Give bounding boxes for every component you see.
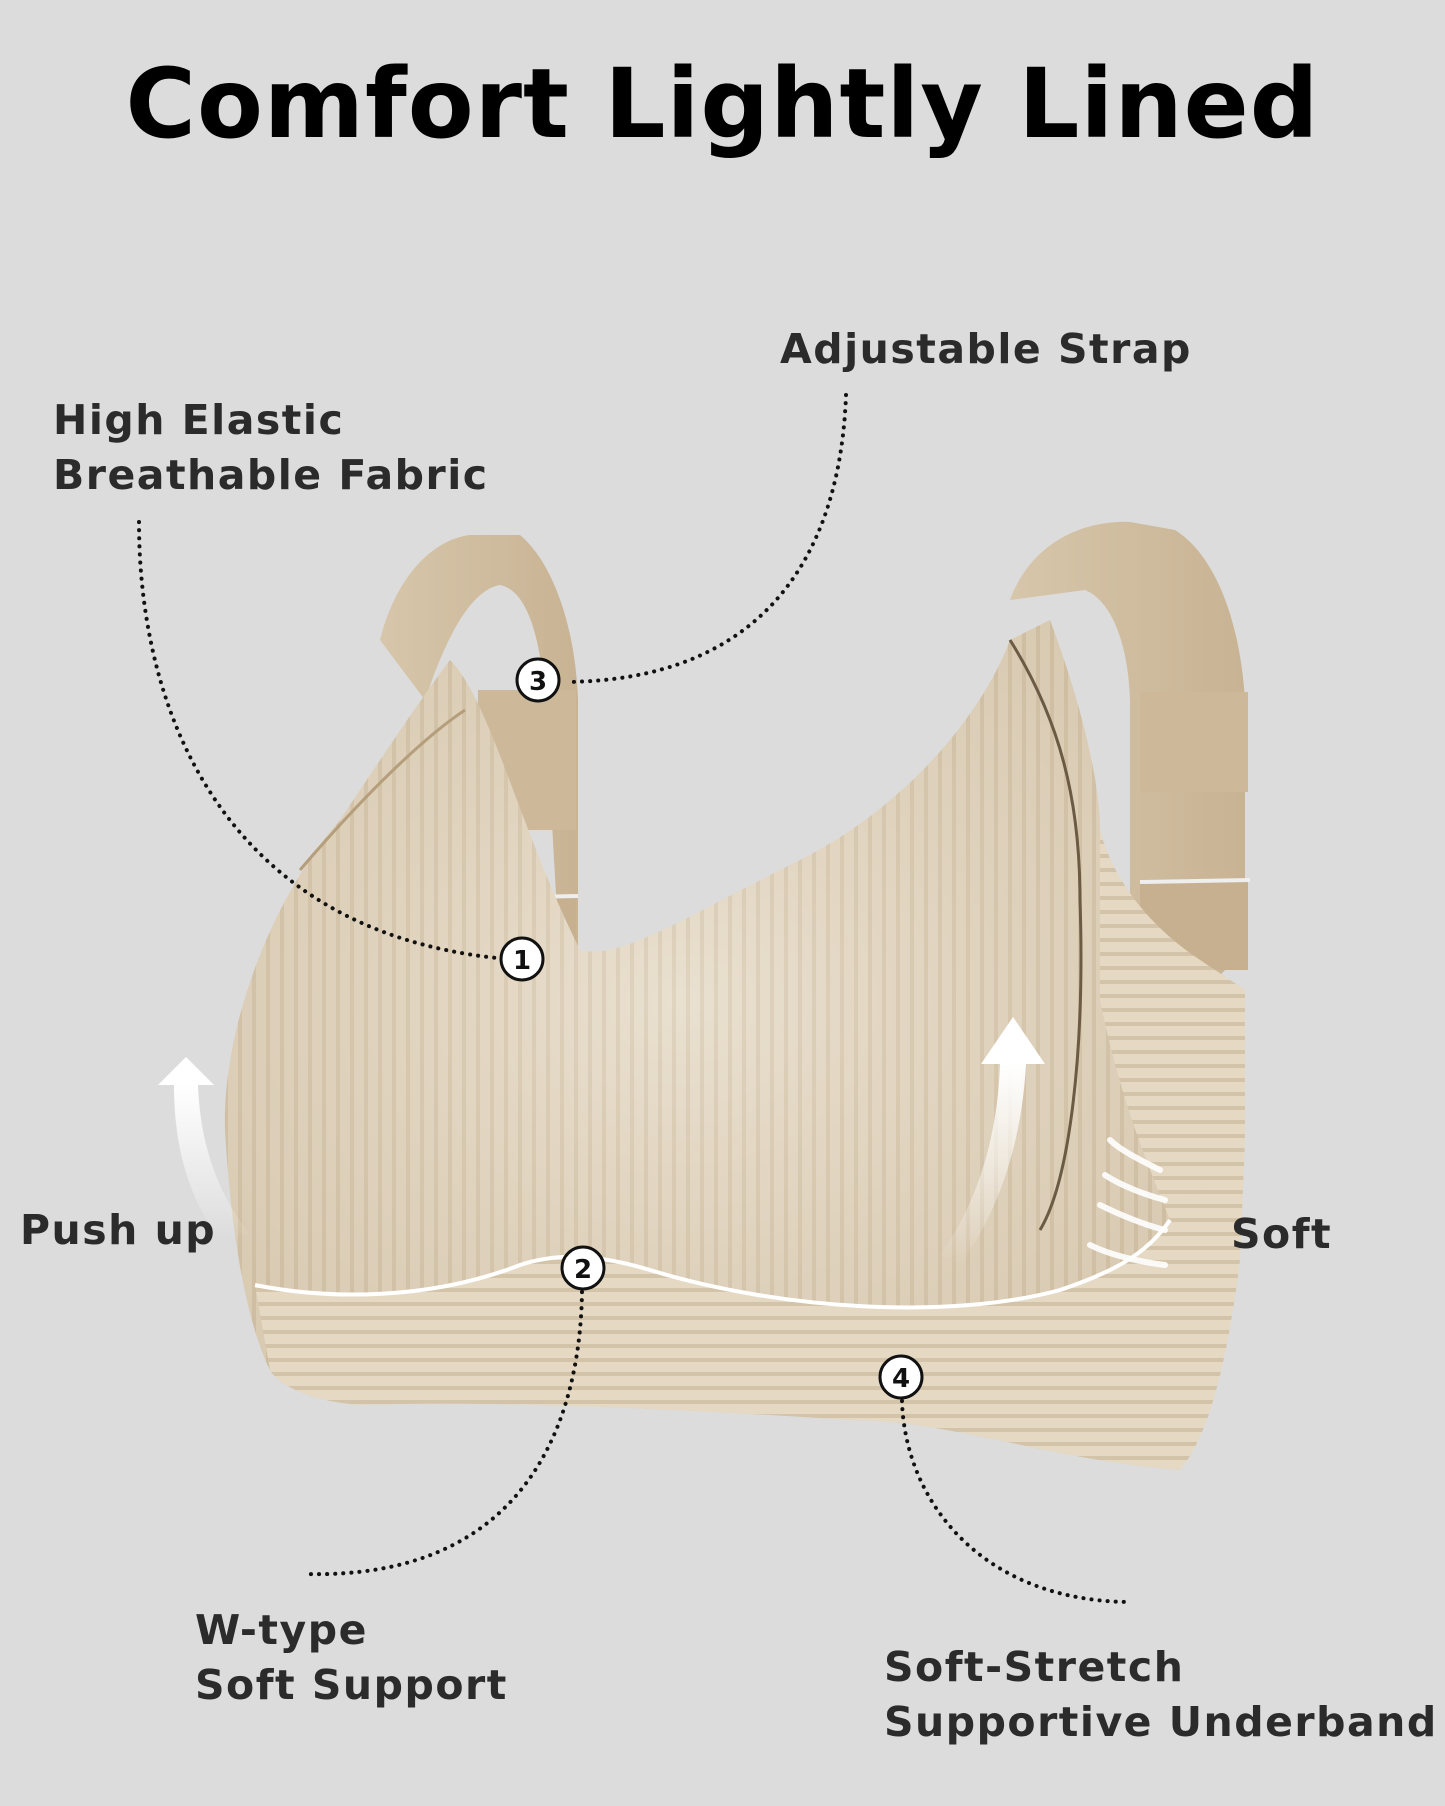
label-line: Breathable Fabric (53, 451, 489, 499)
marker-4[interactable]: 4 (878, 1354, 924, 1400)
cup-lift-arrow-icon (940, 1017, 1045, 1265)
page-title: Comfort Lightly Lined (125, 48, 1320, 160)
label-soft-stretch-underband: Soft-Stretch Supportive Underband (884, 1640, 1438, 1750)
leader-line-3 (564, 393, 848, 684)
marker-2[interactable]: 2 (560, 1245, 606, 1291)
leader-line-4 (900, 1399, 1130, 1604)
soft-arrows-icon (1087, 1137, 1168, 1268)
marker-3-number: 3 (529, 667, 547, 697)
right-strap (1010, 521, 1251, 990)
label-soft: Soft (1231, 1207, 1332, 1262)
leader-lines (137, 393, 1130, 1604)
push-up-arrow-icon (158, 1057, 250, 1240)
label-line: Supportive Underband (884, 1698, 1438, 1746)
label-w-type-soft-support: W-type Soft Support (195, 1603, 508, 1713)
leader-line-2 (302, 1290, 584, 1577)
label-line: Push up (20, 1206, 217, 1254)
marker-4-number: 4 (892, 1364, 910, 1394)
label-line: High Elastic (53, 396, 345, 444)
label-line: W-type (195, 1606, 368, 1654)
marker-1-number: 1 (513, 946, 531, 976)
label-line: Soft (1231, 1210, 1333, 1258)
marker-3[interactable]: 3 (515, 657, 561, 703)
label-adjustable-strap: Adjustable Strap (780, 322, 1192, 377)
marker-1[interactable]: 1 (499, 936, 545, 982)
label-high-elastic-fabric: High Elastic Breathable Fabric (53, 393, 489, 503)
label-push-up: Push up (20, 1203, 216, 1258)
bra-body (224, 620, 1246, 1470)
label-line: Soft-Stretch (884, 1643, 1185, 1691)
marker-2-number: 2 (574, 1255, 592, 1285)
label-line: Soft Support (195, 1661, 508, 1709)
label-line: Adjustable Strap (780, 325, 1192, 373)
